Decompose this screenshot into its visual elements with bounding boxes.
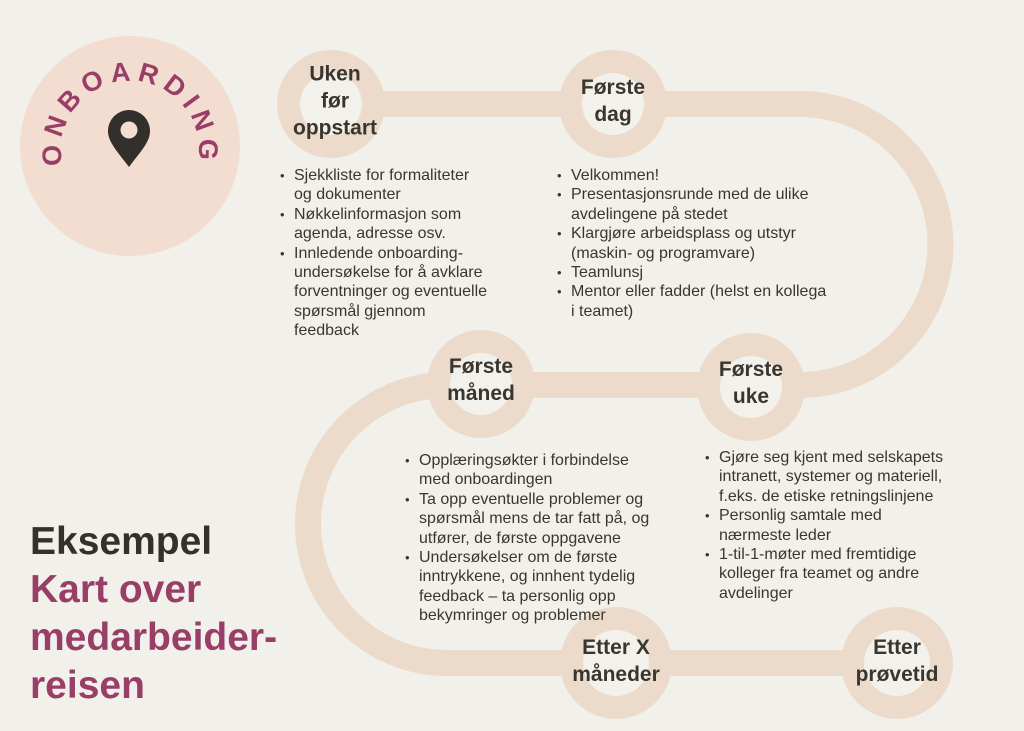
milestone-list-forste-maned: Opplæringsøkter i forbindelse med onboar… — [404, 451, 694, 626]
bullet-item: Gjøre seg kjent med selskapets intranett… — [704, 448, 994, 506]
milestone-node-uken-for-oppstart — [277, 50, 385, 158]
bullet-item: Sjekkliste for formaliteter og dokumente… — [279, 166, 539, 205]
milestone-title-forste-uke: Første uke — [718, 358, 784, 408]
milestone-node-forste-uke — [697, 333, 805, 441]
bullet-item: Ta opp eventuelle problemer og spørsmål … — [404, 490, 694, 548]
bullet-item: Teamlunsj — [556, 263, 856, 283]
page-title: Eksempel Kart over medarbeider- reisen — [30, 518, 277, 710]
bullet-item: Undersøkelser om de første inntrykkene, … — [404, 548, 694, 626]
milestone-node-etter-provetid — [841, 607, 953, 719]
page-title-main: Kart over medarbeider- reisen — [30, 568, 278, 707]
bullet-item: Presentasjonsrunde med de ulike avdeling… — [556, 185, 856, 224]
bullet-item: Personlig samtale med nærmeste leder — [704, 506, 994, 545]
milestone-list-uken-for-oppstart: Sjekkliste for formaliteter og dokumente… — [279, 166, 539, 341]
milestone-title-uken-for-oppstart: Uken før oppstart — [293, 62, 377, 140]
page-title-prefix: Eksempel — [30, 520, 213, 563]
bullet-item: Opplæringsøkter i forbindelse med onboar… — [404, 451, 694, 490]
milestone-list-forste-uke: Gjøre seg kjent med selskapets intranett… — [704, 448, 994, 603]
map-pin-icon — [108, 110, 150, 167]
milestone-title-forste-dag: Første dag — [580, 76, 646, 126]
bullet-item: Mentor eller fadder (helst en kollega i … — [556, 282, 856, 321]
milestone-title-forste-maned: Første måned — [447, 355, 515, 405]
milestone-title-etter-x-maneder: Etter X måneder — [572, 636, 660, 686]
milestone-list-forste-dag: Velkommen!Presentasjonsrunde med de ulik… — [556, 166, 856, 321]
milestone-title-etter-provetid: Etter prøvetid — [855, 636, 939, 686]
milestone-node-etter-x-maneder — [560, 607, 672, 719]
bullet-item: Nøkkelinformasjon som agenda, adresse os… — [279, 205, 539, 244]
bullet-item: Klargjøre arbeidsplass og utstyr (maskin… — [556, 224, 856, 263]
bullet-item: Velkommen! — [556, 166, 856, 186]
milestone-node-forste-dag — [559, 50, 667, 158]
bullet-item: 1-til-1-møter med fremtidige kolleger fr… — [704, 545, 994, 603]
bullet-item: Innledende onboarding- undersøkelse for … — [279, 244, 539, 341]
milestone-node-forste-maned — [427, 330, 535, 438]
journey-path — [295, 91, 954, 676]
onboarding-badge: ONBOARDING — [20, 36, 240, 256]
